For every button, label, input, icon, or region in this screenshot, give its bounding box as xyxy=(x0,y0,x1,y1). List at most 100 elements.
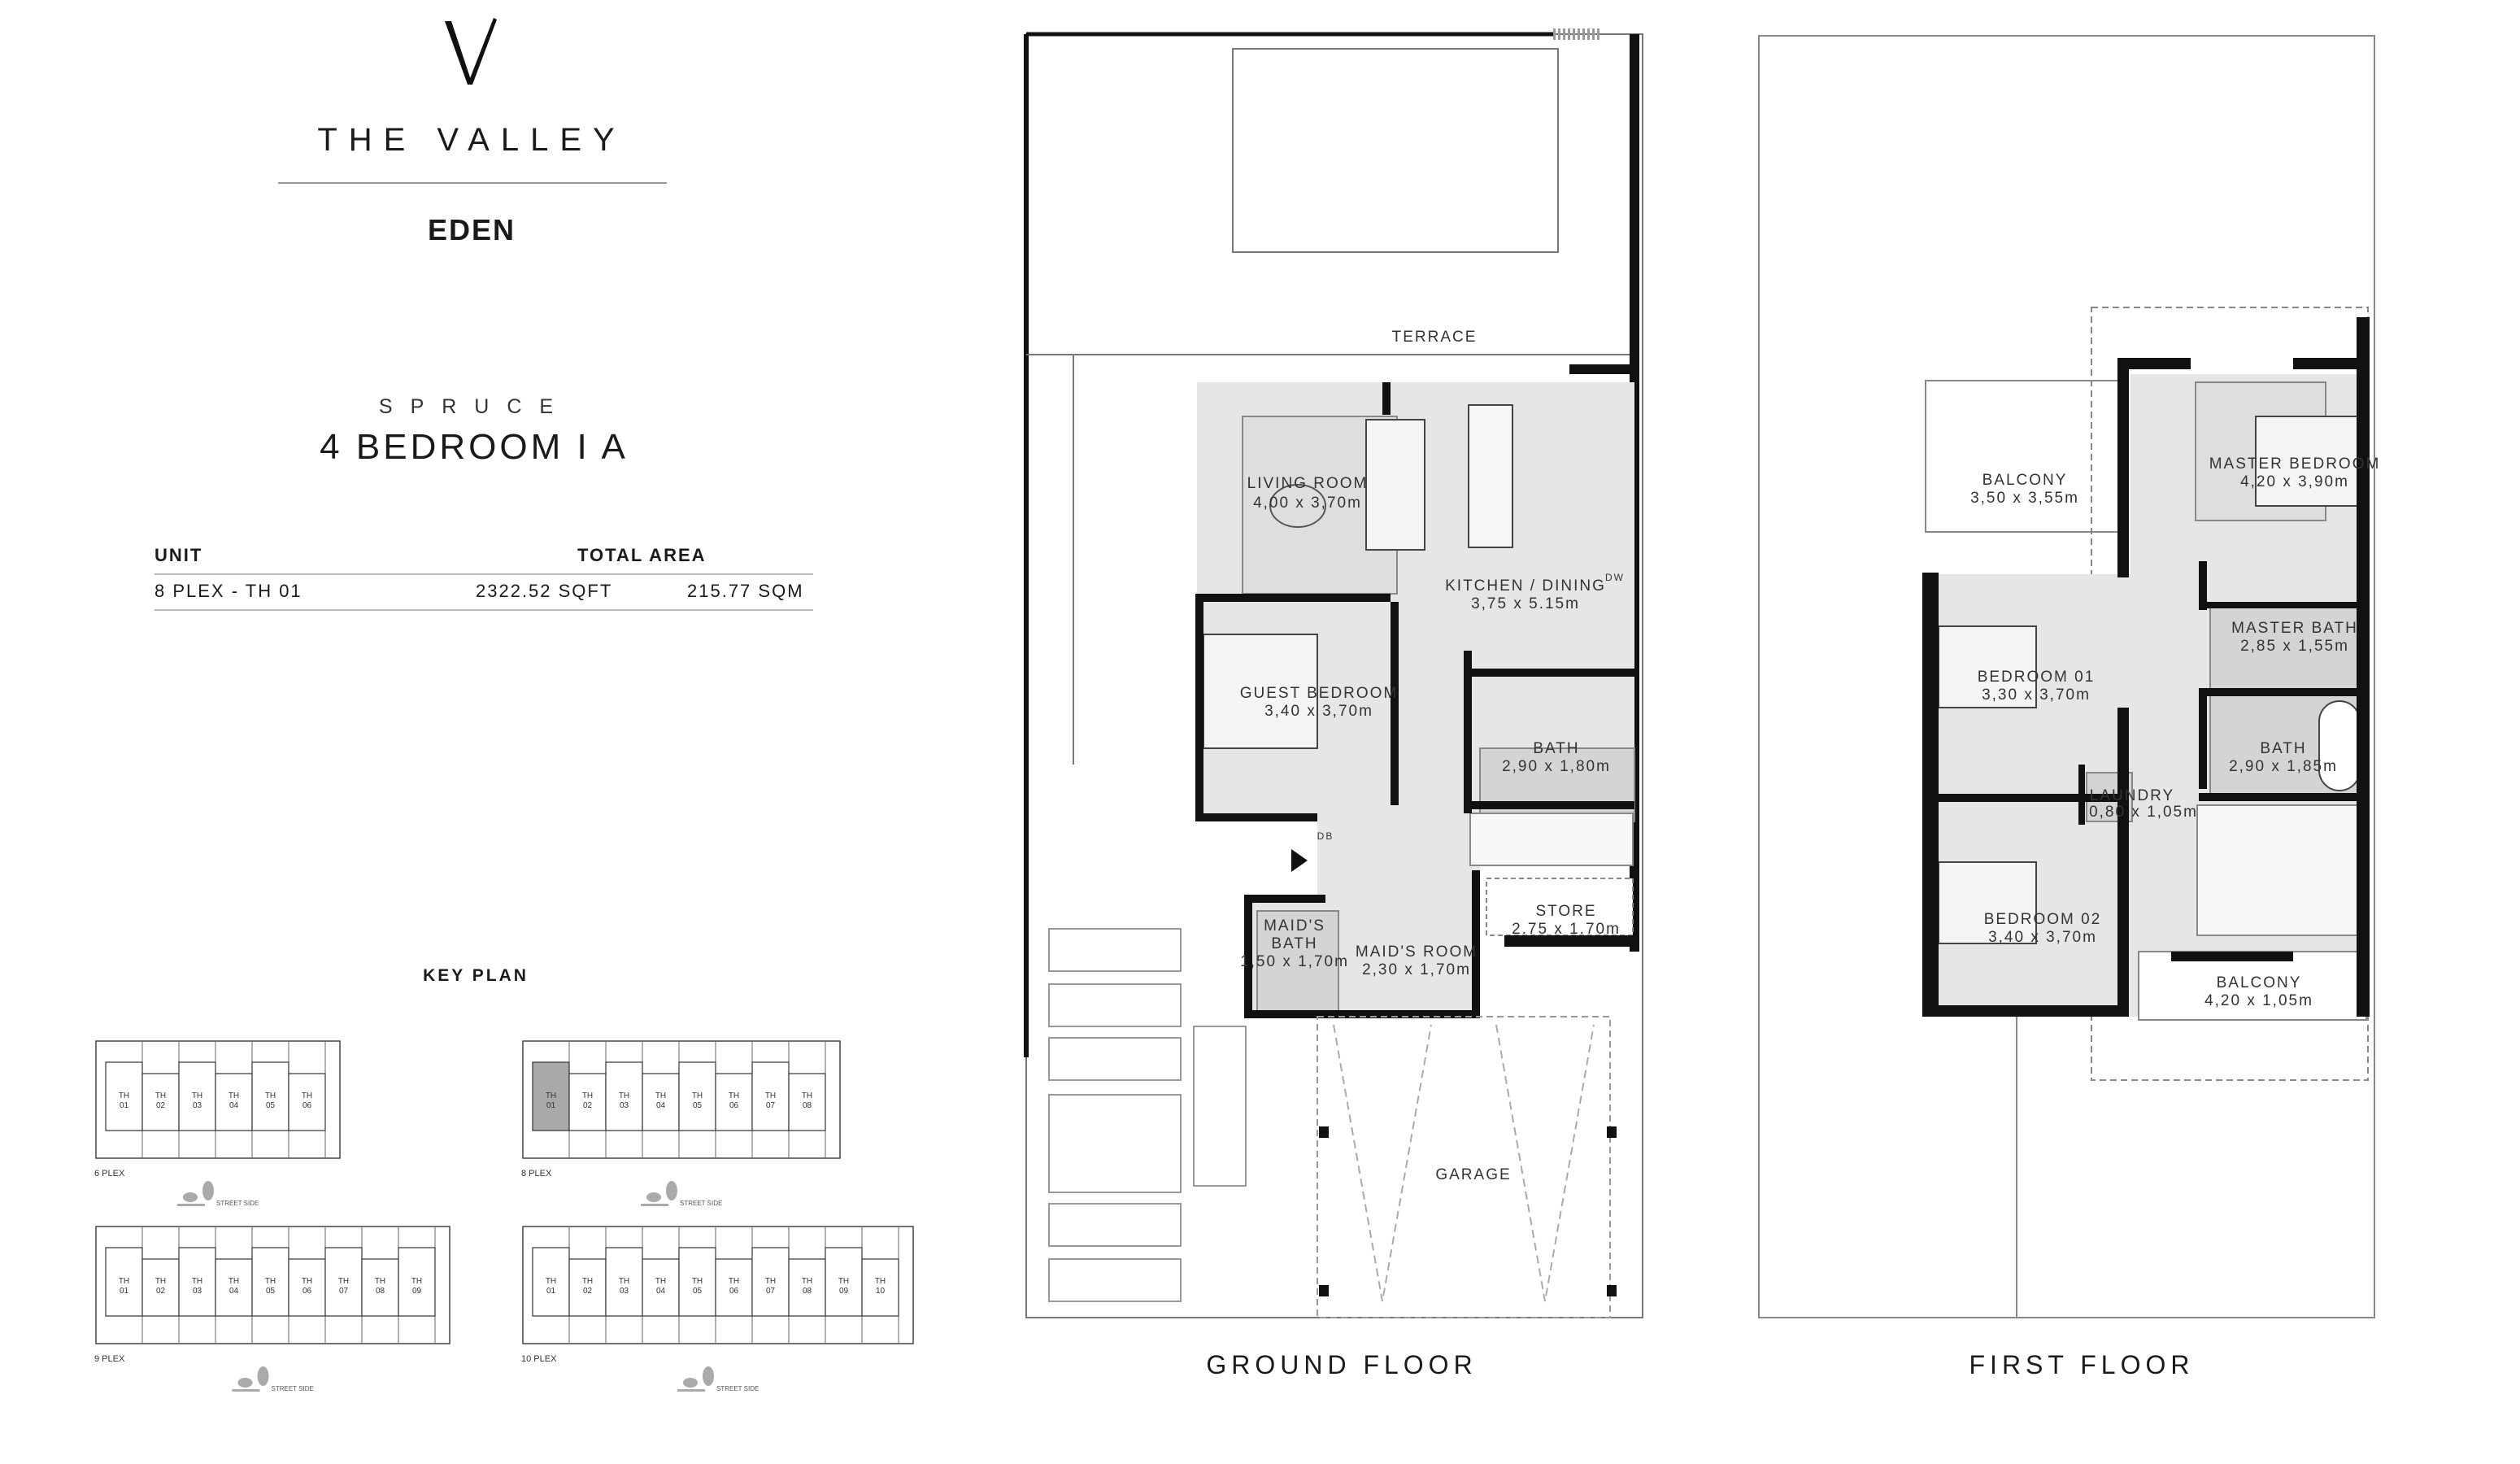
maids-bath-label: BATH xyxy=(1271,935,1317,952)
car-icon xyxy=(646,1192,661,1202)
townhouse-number: 06 xyxy=(729,1101,739,1110)
townhouse-number: 08 xyxy=(376,1287,385,1296)
garage-area xyxy=(1317,1016,1611,1318)
store-label: STORE xyxy=(1535,903,1596,920)
townhouse-label: TH xyxy=(838,1277,849,1286)
paving xyxy=(1048,928,1247,1302)
bathtub xyxy=(2318,700,2361,791)
ground-floor-walls xyxy=(1195,364,1634,1018)
townhouse-number: 06 xyxy=(729,1287,739,1296)
table-cell-sqm: 215.77 SQM xyxy=(687,581,804,601)
townhouse-label: TH xyxy=(655,1091,666,1100)
townhouse-label: TH xyxy=(302,1277,312,1286)
guest-bedroom-label: GUEST BEDROOM xyxy=(1240,685,1399,702)
store-size: 2.75 x 1.70m xyxy=(1512,921,1621,938)
townhouse-number: 08 xyxy=(803,1287,812,1296)
plex-plot-outline xyxy=(522,1226,914,1344)
plex-label: 9 PLEX xyxy=(94,1354,125,1364)
bedroom-02-bed xyxy=(1938,861,2037,944)
plex-label: 6 PLEX xyxy=(94,1169,125,1179)
townhouse-footprint xyxy=(251,1247,289,1317)
townhouse-number: 09 xyxy=(412,1287,422,1296)
balcony-2-size: 4,20 x 1,05m xyxy=(2204,992,2313,1009)
townhouse-footprint xyxy=(642,1258,680,1317)
townhouse-number: 01 xyxy=(120,1101,129,1110)
townhouse-footprint xyxy=(605,1247,643,1317)
townhouse-footprint xyxy=(825,1247,863,1317)
townhouse-label: TH xyxy=(619,1091,629,1100)
townhouse-footprint xyxy=(288,1258,326,1317)
townhouse-footprint xyxy=(324,1247,363,1317)
master-bedroom-size: 4,20 x 3,90m xyxy=(2240,473,2349,490)
living-room-label: LIVING ROOM xyxy=(1247,475,1369,492)
plex-label: 8 PLEX xyxy=(521,1169,552,1179)
dishwasher-label: DW xyxy=(1605,572,1625,583)
townhouse-number: 08 xyxy=(803,1101,812,1110)
townhouse-label: TH xyxy=(619,1277,629,1286)
balcony-1-label: BALCONY xyxy=(1982,472,2068,489)
townhouse-footprint xyxy=(215,1073,253,1131)
street-side-label: STREET SIDE xyxy=(272,1385,314,1392)
car-icon xyxy=(183,1192,198,1202)
townhouse-label: TH xyxy=(228,1091,239,1100)
townhouse-number: 07 xyxy=(766,1101,776,1110)
plex-plot-outline xyxy=(522,1040,841,1159)
townhouse-label: TH xyxy=(546,1277,556,1286)
bath-size: 2,90 x 1,85m xyxy=(2229,758,2338,775)
townhouse-label: TH xyxy=(729,1277,739,1286)
townhouse-footprint xyxy=(715,1258,753,1317)
bedroom-01-label: BEDROOM 01 xyxy=(1978,669,2096,686)
street-side-label: STREET SIDE xyxy=(216,1200,259,1207)
townhouse-number: 06 xyxy=(302,1101,312,1110)
townhouse-footprint xyxy=(105,1247,143,1317)
street-line xyxy=(232,1389,260,1392)
townhouse-label: TH xyxy=(411,1277,422,1286)
car-icon xyxy=(237,1378,253,1388)
plex-label: 10 PLEX xyxy=(521,1354,557,1364)
townhouse-number: 04 xyxy=(656,1287,666,1296)
street-line xyxy=(641,1204,668,1206)
townhouse-label: TH xyxy=(192,1277,202,1286)
townhouse-number: 03 xyxy=(620,1287,629,1296)
first-floor-walls xyxy=(1922,317,2370,1017)
car-icon xyxy=(683,1378,698,1388)
unit-type-title: 4 BEDROOM I A xyxy=(320,427,629,467)
plex-plot-outline xyxy=(95,1040,341,1159)
garden-area xyxy=(1232,48,1559,253)
townhouse-number: 10 xyxy=(876,1287,886,1296)
townhouse-label: TH xyxy=(375,1277,385,1286)
townhouse-number: 02 xyxy=(156,1287,166,1296)
unit-series: SPRUCE xyxy=(378,395,572,418)
ground-floor-plan xyxy=(1024,28,1643,1318)
master-bed xyxy=(2255,416,2362,507)
townhouse-footprint xyxy=(788,1073,826,1131)
bath-size: 2,90 x 1,80m xyxy=(1502,758,1611,775)
townhouse-number: 05 xyxy=(266,1101,276,1110)
bedroom-02-label: BEDROOM 02 xyxy=(1984,911,2102,928)
guest-bed xyxy=(1203,634,1318,749)
townhouse-footprint xyxy=(788,1258,826,1317)
brand-name: THE VALLEY xyxy=(317,122,626,158)
brand-divider xyxy=(278,182,667,184)
townhouse-label: TH xyxy=(802,1277,812,1286)
table-header-unit: UNIT xyxy=(155,545,203,565)
street-line xyxy=(677,1389,705,1392)
townhouse-label: TH xyxy=(729,1091,739,1100)
table-divider xyxy=(155,573,813,575)
townhouse-number: 02 xyxy=(156,1101,166,1110)
ground-floor-labels: TERRACE LIVING ROOM 4,00 x 3,70m KITCHEN… xyxy=(1240,329,1625,1183)
townhouse-label: TH xyxy=(192,1091,202,1100)
guest-bedroom-size: 3,40 x 3,70m xyxy=(1264,703,1373,720)
maids-bath-label: MAID'S xyxy=(1264,917,1325,935)
townhouse-number: 04 xyxy=(656,1101,666,1110)
tree-icon xyxy=(202,1181,214,1200)
townhouse-number: 06 xyxy=(302,1287,312,1296)
townhouse-label: TH xyxy=(546,1091,556,1100)
kitchen-label: KITCHEN / DINING xyxy=(1445,577,1606,595)
bedroom-02-size: 3,40 x 3,70m xyxy=(1988,929,2097,946)
townhouse-footprint xyxy=(605,1061,643,1131)
townhouse-footprint xyxy=(715,1073,753,1131)
plot-boundary xyxy=(1758,35,2375,1318)
garage-label: GARAGE xyxy=(1435,1166,1511,1183)
townhouse-label: TH xyxy=(119,1277,129,1286)
